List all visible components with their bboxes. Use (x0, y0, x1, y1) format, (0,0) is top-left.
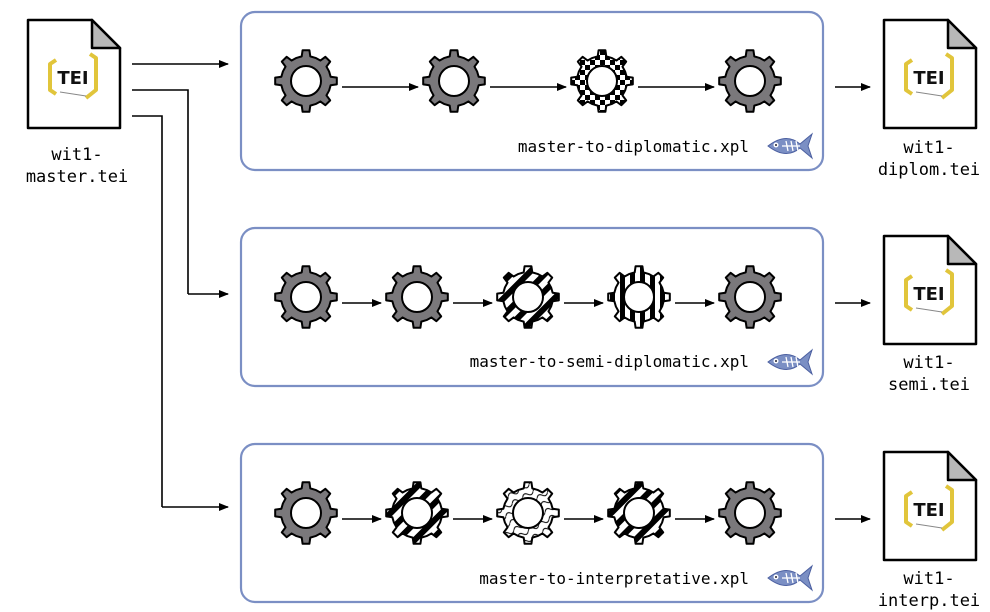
source-doc-icon: TEI (26, 18, 122, 130)
tei-logo-text: TEI (57, 68, 88, 89)
pipeline-1-frame (239, 10, 825, 172)
pipeline-1-fish-icon (767, 132, 814, 160)
output-doc-3-icon: TEI (882, 450, 978, 562)
pipeline-3-fish-icon (767, 564, 814, 592)
tei-logo-text: TEI (913, 284, 944, 305)
pipeline-2-frame (239, 226, 825, 388)
source-doc-name-line1: wit1- (51, 145, 103, 165)
output-doc-2-name-line1: wit1- (903, 353, 955, 373)
pipeline-2-step-5-gear-icon (718, 265, 782, 329)
tei-logo-text: TEI (913, 500, 944, 521)
pipeline-2-step-2-gear-icon (385, 265, 449, 329)
pipeline-1-step-2-gear-icon (422, 49, 486, 113)
pipeline-1-step-1-gear-icon (274, 49, 338, 113)
pipeline-2-fish-icon (767, 348, 814, 376)
pipeline-1-step-4-gear-icon (718, 49, 782, 113)
pipeline-2-step-4-gear-icon (607, 265, 671, 329)
pipeline-3-frame (239, 442, 825, 604)
output-doc-1-name-line1: wit1- (903, 138, 955, 158)
tei-logo-text: TEI (913, 68, 944, 89)
source-doc-label: wit1- master.tei (22, 144, 132, 188)
output-doc-3-label: wit1- interp.tei (868, 568, 990, 612)
pipeline-2-name: master-to-semi-diplomatic.xpl (469, 352, 749, 371)
tei-logo-icon: TEI (48, 52, 98, 100)
output-doc-2-icon: TEI (882, 234, 978, 346)
pipeline-3-step-2-gear-icon (385, 481, 449, 545)
tei-logo-icon: TEI (904, 268, 954, 316)
pipeline-3-step-3-gear-icon (496, 481, 560, 545)
pipeline-3-step-5-gear-icon (718, 481, 782, 545)
output-doc-1-name-line2: diplom.tei (877, 160, 981, 180)
pipeline-2-step-1-gear-icon (274, 265, 338, 329)
output-doc-2-label: wit1- semi.tei (868, 352, 990, 396)
tei-logo-icon: TEI (904, 484, 954, 532)
pipeline-3-name: master-to-interpretative.xpl (479, 569, 749, 588)
pipeline-3-step-4-gear-icon (607, 481, 671, 545)
pipeline-3-step-1-gear-icon (274, 481, 338, 545)
source-doc-name-line2: master.tei (25, 167, 129, 187)
output-doc-3-name-line1: wit1- (903, 569, 955, 589)
connector-to-pipeline-3-path (132, 115, 163, 507)
output-doc-1-icon: TEI (882, 18, 978, 130)
pipeline-1-step-3-gear-icon (570, 49, 634, 113)
output-doc-1-label: wit1- diplom.tei (868, 137, 990, 181)
pipeline-1-name: master-to-diplomatic.xpl (517, 137, 749, 156)
output-doc-2-name-line2: semi.tei (888, 375, 970, 395)
tei-logo-icon: TEI (904, 52, 954, 100)
pipeline-2-step-3-gear-icon (496, 265, 560, 329)
connector-to-pipeline-2-path (132, 89, 189, 294)
output-doc-3-name-line2: interp.tei (877, 591, 981, 611)
